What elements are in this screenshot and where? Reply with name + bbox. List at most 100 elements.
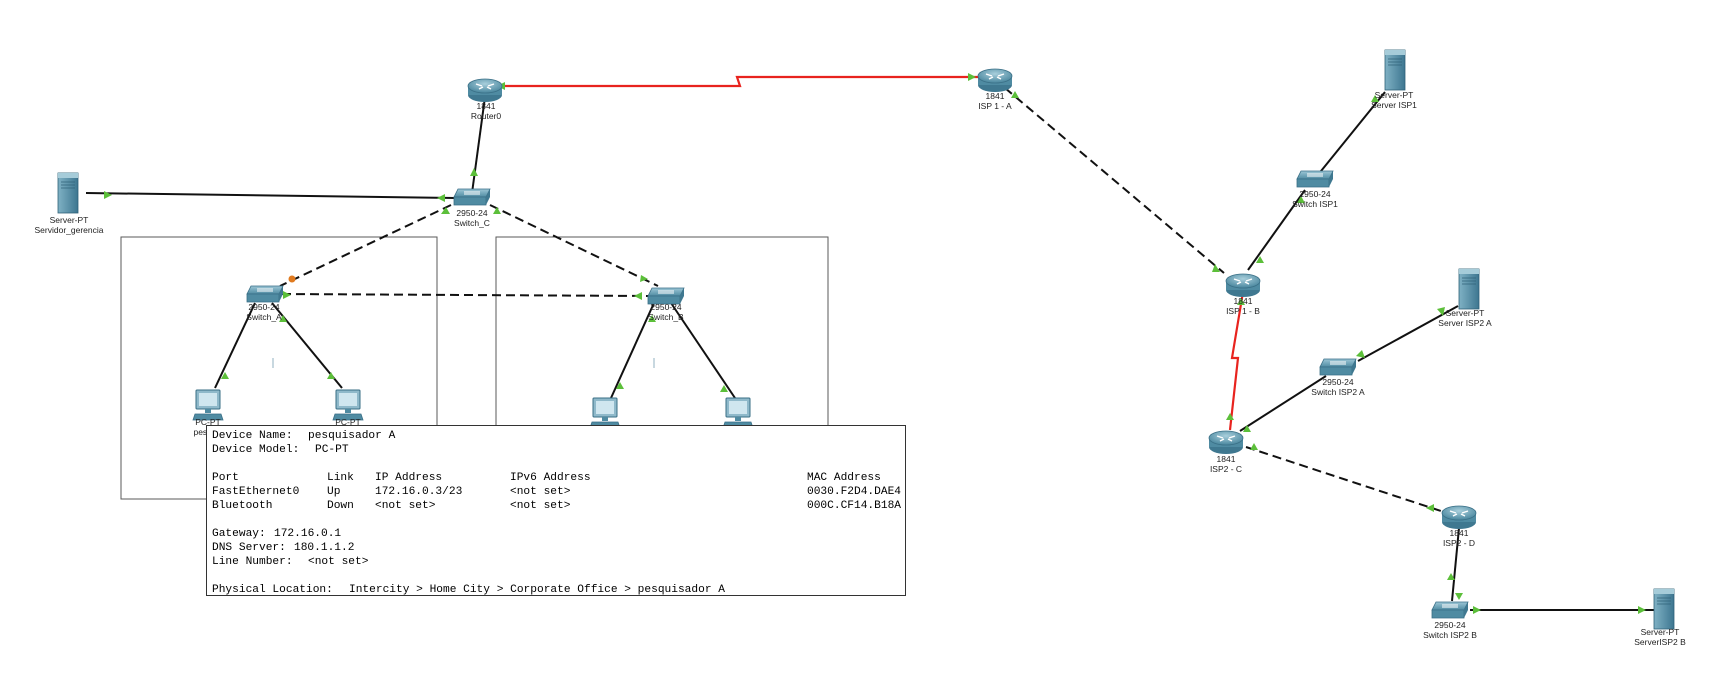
link-up-indicator xyxy=(1237,298,1245,305)
link-up-indicator xyxy=(1243,425,1251,432)
link-server-switchc[interactable] xyxy=(85,192,456,199)
device-model-label: 1841 xyxy=(1217,454,1236,464)
link-switcha-switchb[interactable] xyxy=(281,293,651,297)
link-isp2c-switchisp2a[interactable] xyxy=(1239,375,1327,432)
link-up-indicator xyxy=(283,291,291,299)
port-row: Bluetooth Down <not set> <not set> 000C.… xyxy=(212,499,901,513)
link-up-indicator xyxy=(1212,264,1220,272)
link-up-indicator xyxy=(1473,606,1481,614)
link-up-indicator xyxy=(441,207,450,214)
device-name-label: Switch_B xyxy=(648,312,684,322)
link-isp1b-switchisp1[interactable] xyxy=(1247,189,1306,271)
device-model-label: Server-PT xyxy=(50,215,89,225)
link-switchb-pc3[interactable] xyxy=(610,302,655,399)
link-up-indicator xyxy=(968,73,976,81)
gateway-row: Gateway: 172.16.0.1 xyxy=(212,527,900,541)
router-isp2c[interactable]: 1841 ISP2 - C xyxy=(1208,430,1244,474)
link-up-indicator xyxy=(1256,256,1264,263)
column-header-mac: MAC Address xyxy=(807,472,881,484)
port-name: FastEthernet0 xyxy=(212,486,300,498)
port-ip: 172.16.0.3/23 xyxy=(375,486,463,498)
link-up-indicator xyxy=(640,275,648,282)
port-ipv6: <not set> xyxy=(510,486,571,498)
device-name-label: ISP 1 - A xyxy=(978,101,1012,111)
link-switcha-pc1[interactable] xyxy=(214,302,256,389)
link-up-indicator xyxy=(493,207,501,214)
device-name-label: Switch_C xyxy=(454,218,490,228)
line-number-row: Line Number: <not set> xyxy=(212,555,900,569)
link-up-indicator xyxy=(1011,91,1019,98)
device-model-label: Server-PT xyxy=(1375,90,1414,100)
port-name: Bluetooth xyxy=(212,500,273,512)
serial-link-isp1b-isp2c[interactable] xyxy=(1228,291,1245,431)
link-router0-switchc[interactable] xyxy=(471,96,486,194)
router-isp2d[interactable]: 1841 ISP2 - D xyxy=(1441,505,1477,548)
device-name-label: ServerISP2 B xyxy=(1634,637,1686,647)
link-switchb-pc4[interactable] xyxy=(670,302,736,399)
device-model-label: 1841 xyxy=(986,91,1005,101)
device-model-label: 2950-24 xyxy=(456,208,487,218)
column-header-port: Port xyxy=(212,472,239,484)
switch-switch-c[interactable]: 2950-24 Switch_C xyxy=(453,188,491,228)
link-up-indicator xyxy=(616,382,624,389)
server-isp2a[interactable]: Server-PT Server ISP2 A xyxy=(1438,268,1492,328)
link-up-indicator xyxy=(1426,504,1434,512)
physical-location-row: Physical Location: Intercity > Home City… xyxy=(212,583,900,597)
link-up-indicator xyxy=(279,315,287,322)
port-link: Down xyxy=(327,500,354,512)
link-up-indicator xyxy=(1437,307,1445,316)
link-up-indicator xyxy=(437,194,445,202)
link-up-indicator xyxy=(1226,413,1234,420)
router-isp1a[interactable]: 1841 ISP 1 - A xyxy=(977,68,1013,111)
link-up-indicator xyxy=(327,372,335,379)
switch-switch-isp1[interactable]: 2950-24 Switch ISP1 xyxy=(1292,170,1338,209)
router-isp1b[interactable]: 1841 ISP 1 - B xyxy=(1225,273,1261,316)
switch-switch-a[interactable]: 2950-24 Switch_A xyxy=(246,285,284,322)
link-up-indicator xyxy=(470,168,478,176)
link-up-indicator xyxy=(1250,443,1258,450)
serial-link-router0-isp1a[interactable] xyxy=(489,75,984,88)
port-mac: 000C.CF14.B18A xyxy=(807,500,901,512)
pc-area-b-2[interactable] xyxy=(722,397,754,429)
link-switchc-switcha[interactable] xyxy=(279,204,452,287)
physical-location-label: Physical Location: xyxy=(212,584,333,596)
switch-switch-isp2b[interactable]: 2950-24 Switch ISP2 B xyxy=(1423,601,1477,640)
device-name-label: ISP2 - D xyxy=(1443,538,1475,548)
link-isp1a-isp1b[interactable] xyxy=(1004,87,1225,274)
column-header-link: Link xyxy=(327,472,354,484)
link-switchisp2a-serverisp2a[interactable] xyxy=(1357,305,1459,362)
device-model-row: Device Model: PC-PT xyxy=(212,443,900,457)
link-isp2d-switchisp2b[interactable] xyxy=(1451,527,1460,602)
port-ip: <not set> xyxy=(375,500,436,512)
pc-area-b-1[interactable] xyxy=(589,397,621,429)
port-link: Up xyxy=(327,486,341,498)
link-isp2c-isp2d[interactable] xyxy=(1245,446,1445,513)
device-info-tooltip: Device Name: pesquisador A Device Model:… xyxy=(206,425,906,596)
server-isp2b[interactable]: Server-PT ServerISP2 B xyxy=(1634,588,1686,647)
column-header-ipv6: IPv6 Address xyxy=(510,472,591,484)
port-table-header: Port Link IP Address IPv6 Address MAC Ad… xyxy=(212,471,900,485)
server-servidor-gerencia[interactable]: Server-PT Servidor_gerencia xyxy=(35,172,104,235)
device-model-label: 1841 xyxy=(477,101,496,111)
line-number-label: Line Number: xyxy=(212,556,293,568)
device-model-label: PC-PT xyxy=(335,417,361,427)
router-router0[interactable]: 1841 Router0 xyxy=(467,78,503,121)
dns-row: DNS Server: 180.1.1.2 xyxy=(212,541,900,555)
link-up-indicator xyxy=(1371,95,1379,102)
device-model-label: 2950-24 xyxy=(248,302,279,312)
device-model-label: 2950-24 xyxy=(650,302,681,312)
switch-switch-b[interactable]: 2950-24 Switch_B xyxy=(647,287,685,322)
server-isp1[interactable]: Server-PT Server ISP1 xyxy=(1371,49,1417,110)
link-up-indicator xyxy=(1638,606,1646,614)
link-switchisp1-serverisp1[interactable] xyxy=(1316,91,1386,177)
device-model-label: 2950-24 xyxy=(1434,620,1465,630)
pc-area-a-2[interactable]: PC-PT xyxy=(332,389,364,427)
link-up-indicator xyxy=(720,385,728,392)
physical-location-value: Intercity > Home City > Corporate Office… xyxy=(349,584,725,596)
link-switchc-switchb[interactable] xyxy=(489,204,659,287)
device-name-label: ISP2 - C xyxy=(1210,464,1242,474)
device-model-label: 1841 xyxy=(1450,528,1469,538)
switch-switch-isp2a[interactable]: 2950-24 Switch ISP2 A xyxy=(1311,358,1365,397)
link-blinking-indicator xyxy=(288,275,296,283)
